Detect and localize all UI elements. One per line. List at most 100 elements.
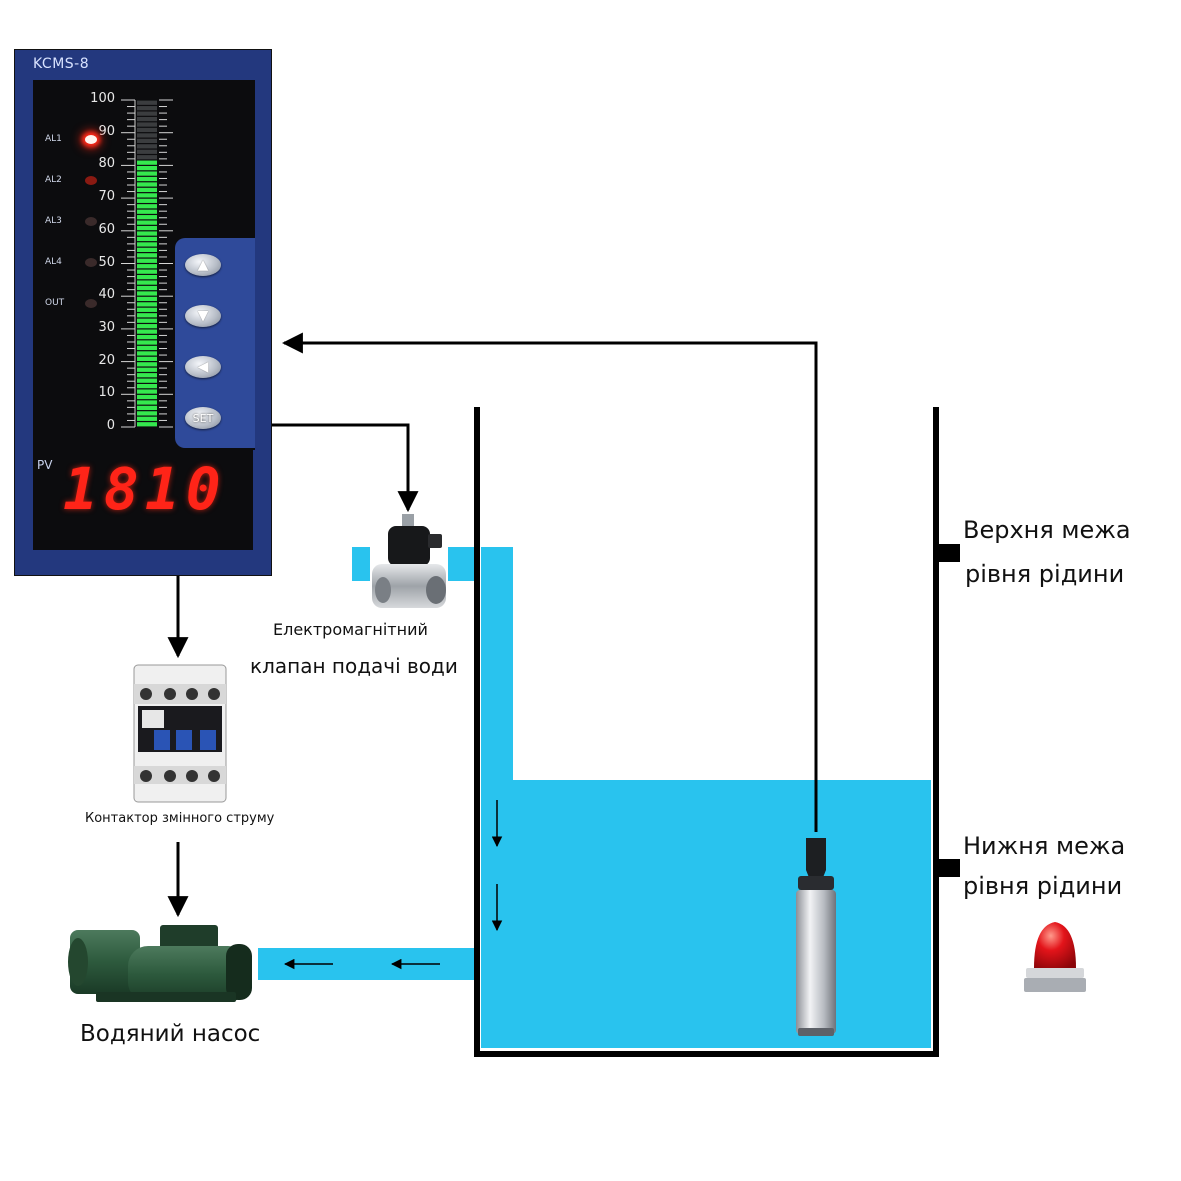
pv-label: PV	[37, 458, 53, 472]
scale-tick-label: 100	[90, 91, 115, 106]
bar-segment-lit	[137, 394, 157, 400]
alarm-beacon-icon	[1024, 922, 1086, 992]
bar-segment-off	[137, 100, 157, 105]
triangle-down-icon: ▼	[197, 308, 209, 324]
bar-segment-lit	[137, 247, 157, 252]
bar-segment-lit	[137, 275, 157, 280]
bar-segment-off	[137, 106, 157, 111]
bar-segment-lit	[137, 258, 157, 263]
bar-segment-lit	[137, 416, 157, 421]
bar-segment-lit	[137, 411, 157, 416]
bar-segment-lit	[137, 209, 157, 214]
tank-water	[481, 780, 931, 1048]
bar-segment-lit	[137, 171, 157, 176]
indicator-led-icon	[85, 299, 97, 308]
set-button-label: SET	[192, 411, 214, 425]
solenoid-valve	[372, 514, 446, 608]
bar-segment-lit	[137, 340, 157, 345]
pv-display: PV 1810	[33, 450, 253, 550]
indicator-led-icon	[85, 176, 97, 185]
bar-segment-off	[137, 133, 157, 138]
bar-segment-lit	[137, 400, 157, 405]
lower-limit-label-line1: Нижня межа	[963, 832, 1126, 860]
bar-segment-lit	[137, 264, 157, 269]
scale-tick-label: 30	[98, 319, 115, 335]
indicator-led-icon	[85, 258, 97, 267]
bar-segment-off	[137, 144, 157, 149]
valve-label-line1: Електромагнітний	[273, 620, 428, 639]
bar-segment-off	[137, 149, 157, 154]
bar-segment-lit	[137, 373, 157, 378]
scale-tick-label: 80	[98, 156, 115, 172]
scale-tick-label: 60	[98, 221, 115, 237]
bar-segment-lit	[137, 291, 157, 296]
bar-segment-lit	[137, 204, 157, 209]
bar-segment-lit	[137, 285, 157, 291]
valve-label-line2: клапан подачі води	[250, 654, 458, 678]
valve-control-line	[272, 423, 419, 513]
ac-contactor	[133, 664, 227, 803]
bar-segment-lit	[137, 356, 157, 361]
bar-segment-lit	[137, 253, 157, 258]
bar-segment-lit	[137, 193, 157, 198]
lower-level-mark	[936, 859, 960, 877]
bar-segment-off	[137, 122, 157, 127]
tank-walls	[474, 407, 939, 1057]
lower-limit-label-line2: рівня рідини	[963, 872, 1123, 900]
probe-signal-line	[281, 332, 818, 832]
bar-segment-lit	[137, 318, 157, 323]
bar-segment-lit	[137, 378, 157, 383]
scale-tick-label: 20	[98, 352, 115, 368]
pv-value: 1810	[63, 455, 227, 523]
up-button[interactable]: ▲	[185, 254, 221, 276]
controller-model-label: KCMS-8	[33, 56, 90, 72]
bar-segment-lit	[137, 324, 157, 329]
bar-segment-off	[137, 155, 157, 160]
bar-segment-lit	[137, 220, 157, 225]
set-button[interactable]: SET	[185, 407, 221, 429]
scale-tick-label: 10	[98, 385, 115, 401]
bar-segment-lit	[137, 362, 157, 367]
bar-segment-lit	[137, 215, 157, 220]
level-probe	[796, 838, 836, 1036]
indicator-led-icon	[85, 135, 97, 144]
triangle-left-icon: ◀	[197, 359, 209, 375]
bar-segment-lit	[137, 351, 157, 356]
bar-segment-lit	[137, 405, 157, 411]
scale-tick-label: 40	[98, 287, 115, 303]
scale-tick-label: 90	[98, 123, 115, 139]
scale-tick-label: 0	[106, 418, 115, 433]
inlet-pipe-right	[448, 547, 474, 581]
bar-segment-lit	[137, 422, 157, 427]
left-button[interactable]: ◀	[185, 356, 221, 378]
bar-segment-lit	[137, 242, 157, 247]
indicator-label: AL3	[45, 216, 62, 226]
upper-limit-label-line2: рівня рідини	[965, 560, 1125, 588]
indicator-label: AL2	[45, 175, 62, 185]
bar-segment-lit	[137, 280, 157, 285]
upper-limit-label-line1: Верхня межа	[963, 516, 1131, 544]
inlet-pipe-left	[352, 547, 370, 581]
bar-segment-lit	[137, 307, 157, 312]
button-panel: ▲ ▼ ◀ SET	[175, 238, 255, 448]
bar-segment-lit	[137, 384, 157, 389]
bar-segment-off	[137, 116, 157, 122]
bar-segment-lit	[137, 329, 157, 334]
upper-level-mark	[936, 544, 960, 562]
bar-segment-lit	[137, 187, 157, 193]
bar-segment-lit	[137, 345, 157, 351]
bar-segment-lit	[137, 231, 157, 236]
bar-segment-lit	[137, 389, 157, 394]
bar-segment-off	[137, 138, 157, 143]
bar-segment-lit	[137, 313, 157, 318]
down-button[interactable]: ▼	[185, 305, 221, 327]
bar-segment-lit	[137, 166, 157, 171]
bar-segment-lit	[137, 302, 157, 307]
pump-label: Водяний насос	[80, 1021, 261, 1047]
water-pump	[68, 925, 252, 1002]
bar-segment-lit	[137, 367, 157, 372]
bar-segment-lit	[137, 225, 157, 231]
scale-tick-label: 50	[98, 254, 115, 270]
